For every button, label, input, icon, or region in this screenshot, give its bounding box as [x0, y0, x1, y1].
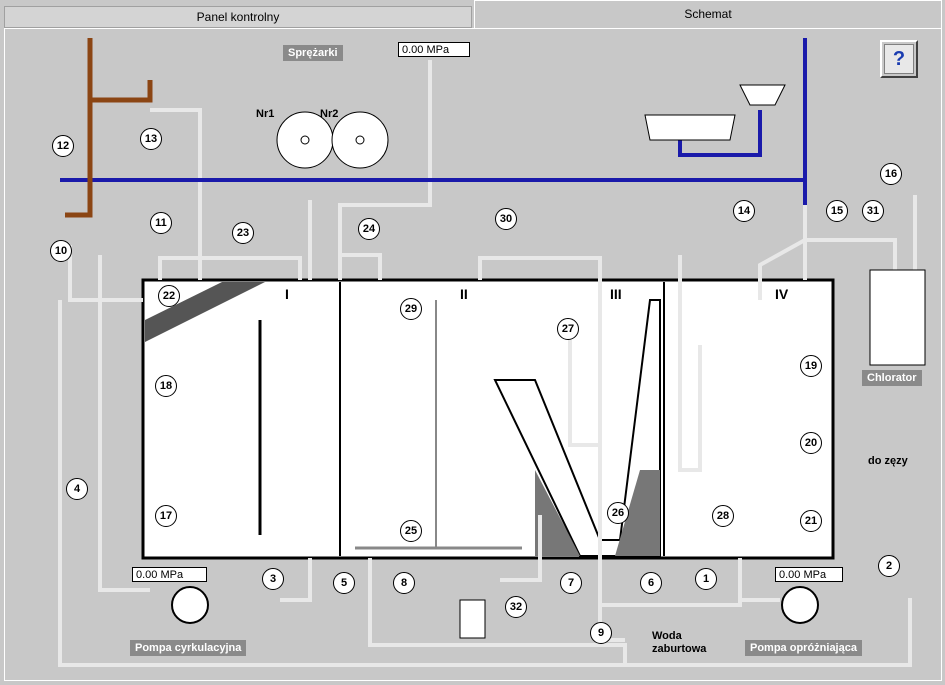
screen — [145, 282, 265, 342]
item-26-number[interactable]: 26 — [607, 502, 629, 524]
chlorator-label[interactable]: Chlorator — [862, 370, 922, 386]
valve-3-number[interactable]: 3 — [262, 568, 284, 590]
chamber-ii-label: II — [460, 286, 468, 302]
compressors-label: Sprężarki — [283, 45, 343, 61]
valve-8-number[interactable]: 8 — [393, 572, 415, 594]
valve-24-number[interactable]: 24 — [358, 218, 380, 240]
valve-31-number[interactable]: 31 — [862, 200, 884, 222]
valve-13-number[interactable]: 13 — [140, 128, 162, 150]
sensor-19-number[interactable]: 19 — [800, 355, 822, 377]
sensor-18-number[interactable]: 18 — [155, 375, 177, 397]
sea-water-label-2: zaburtowa — [652, 643, 707, 655]
valve-2-number[interactable]: 2 — [878, 555, 900, 577]
valve-29-number[interactable]: 29 — [400, 298, 422, 320]
compressor-nr2-label: Nr2 — [320, 108, 339, 120]
valve-16-number[interactable]: 16 — [880, 163, 902, 185]
sensor-17-number[interactable]: 17 — [155, 505, 177, 527]
schematic-frame — [4, 28, 942, 681]
valve-6-number[interactable]: 6 — [640, 572, 662, 594]
valve-14-number[interactable]: 14 — [733, 200, 755, 222]
item-25-number[interactable]: 25 — [400, 520, 422, 542]
valve-15-number[interactable]: 15 — [826, 200, 848, 222]
circulation-pump-pressure: 0.00 MPa — [132, 567, 207, 582]
valve-7-number[interactable]: 7 — [560, 572, 582, 594]
compressor-nr1-label: Nr1 — [256, 108, 275, 120]
valve-32-number[interactable]: 32 — [505, 596, 527, 618]
to-bilge-label: do zęzy — [868, 455, 908, 467]
item-23-number[interactable]: 23 — [232, 222, 254, 244]
item-28-number[interactable]: 28 — [712, 505, 734, 527]
valve-11-number[interactable]: 11 — [150, 212, 172, 234]
drain-pump-pressure: 0.00 MPa — [775, 567, 843, 582]
help-icon: ? — [884, 44, 914, 74]
sea-water-label-1: Woda — [652, 630, 682, 642]
valve-30-number[interactable]: 30 — [495, 208, 517, 230]
valve-1-number[interactable]: 1 — [695, 568, 717, 590]
valve-4-number[interactable]: 4 — [66, 478, 88, 500]
sensor-20-number[interactable]: 20 — [800, 432, 822, 454]
valve-10-number[interactable]: 10 — [50, 240, 72, 262]
valve-5-number[interactable]: 5 — [333, 572, 355, 594]
circulation-pump-label[interactable]: Pompa cyrkulacyjna — [130, 640, 247, 656]
chamber-iv-label: IV — [775, 286, 789, 302]
drain-pump-label[interactable]: Pompa opróżniająca — [745, 640, 862, 656]
screen-22-number[interactable]: 22 — [158, 285, 180, 307]
tab-panel-kontrolny[interactable]: Panel kontrolny — [4, 6, 472, 28]
item-27-number[interactable]: 27 — [557, 318, 579, 340]
tab-schemat[interactable]: Schemat — [474, 0, 942, 28]
valve-9-number[interactable]: 9 — [590, 622, 612, 644]
sensor-21-number[interactable]: 21 — [800, 510, 822, 532]
chamber-i-label: I — [285, 286, 289, 302]
chamber-iii-label: III — [610, 286, 622, 302]
help-button[interactable]: ? — [880, 40, 918, 78]
compressor-pressure: 0.00 MPa — [398, 42, 470, 57]
valve-12-number[interactable]: 12 — [52, 135, 74, 157]
